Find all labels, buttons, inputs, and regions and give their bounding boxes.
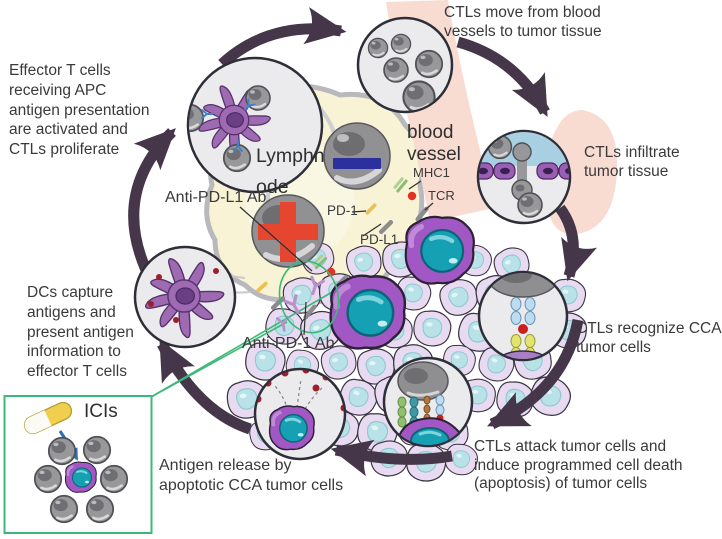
tumor-cell (406, 217, 474, 284)
label-step-infiltrate: CTLs infiltrate tumor tissue (584, 144, 680, 181)
t-cell (47, 436, 77, 466)
highlight-ellipse (278, 260, 340, 334)
arrow-effector-to-move (218, 7, 347, 69)
t-cell (49, 494, 79, 524)
label-icis: ICIs (84, 401, 118, 422)
label-step-move: CTLs move from blood vessels to tumor ti… (444, 4, 602, 41)
anti-pd1-antibodies (275, 260, 340, 334)
arrow-infiltrate-to-recognize (555, 204, 598, 282)
stage-antigen-release (253, 367, 347, 461)
leader-lines (239, 180, 434, 336)
label-tcr: TCR (428, 188, 455, 203)
inhibition-bar-icon (333, 158, 381, 169)
label-pdl1: PD-L1 (360, 232, 399, 247)
label-mhc1: MHC1 (413, 165, 450, 180)
capsule-icon (23, 401, 73, 435)
label-pd1: PD-1 (327, 203, 358, 218)
ctl-cell (382, 56, 410, 84)
label-step-effector: Effector T cells receiving APC antigen p… (9, 62, 150, 159)
t-cell (82, 435, 112, 465)
endothelium (479, 162, 569, 180)
stage-effector-activation (186, 56, 324, 194)
ctl-cell (516, 191, 544, 219)
ctl-cell (487, 134, 513, 160)
label-blood-vessel: blood vessel (407, 122, 461, 166)
t-cell (85, 494, 115, 524)
stage-ctls-in-blood (356, 16, 454, 114)
label-step-recognize: CTLs recognize CCA tumor cells (576, 320, 722, 357)
tissue-cell (411, 308, 454, 349)
ctl-cell (367, 37, 389, 59)
activation-cross-icon (258, 202, 318, 262)
stage-attack (382, 356, 474, 448)
tumor-cell (64, 460, 98, 494)
arrow-dc-to-effector (128, 128, 176, 273)
t-cell (99, 464, 129, 494)
label-step-dc-capture: DCs capture antigens and present antigen… (27, 284, 134, 381)
label-step-release: Antigen release by apoptotic CCA tumor c… (159, 457, 344, 494)
antigen-dot-icon (518, 324, 528, 334)
stage-infiltrate (476, 129, 572, 225)
tumor-cell (331, 276, 405, 349)
label-anti-pdl1-ab: Anti-PD-L1 Ab (165, 189, 267, 206)
arrow-recognize-to-attack (487, 318, 584, 429)
apoptotic-tumor-cell (267, 404, 316, 452)
stage-recognize (477, 270, 569, 362)
icis-box (3, 395, 153, 534)
ctl-cell (390, 33, 412, 55)
t-cell (33, 464, 63, 494)
label-lymph-node: Lymphn ode (256, 145, 325, 199)
cycle-arrows (128, 7, 598, 477)
label-anti-pd1-ab: Anti-PD-1 Ab (242, 335, 335, 352)
antigen-dots (148, 268, 219, 323)
arrow-release-to-dc (157, 339, 252, 435)
icis-connector-lines (150, 290, 335, 398)
arrow-move-to-infiltrate (456, 36, 550, 117)
stage-dc-capture (133, 245, 237, 349)
ctl-cell (414, 49, 444, 79)
arrow-attack-to-release (330, 439, 453, 477)
antigen-dot-icon (407, 191, 417, 201)
ctl-activated-cell (251, 194, 325, 268)
label-step-attack: CTLs attack tumor cells and induce progr… (474, 438, 683, 493)
ctl-inhibited-cell (323, 122, 391, 190)
squeezing-ctl (511, 142, 533, 201)
